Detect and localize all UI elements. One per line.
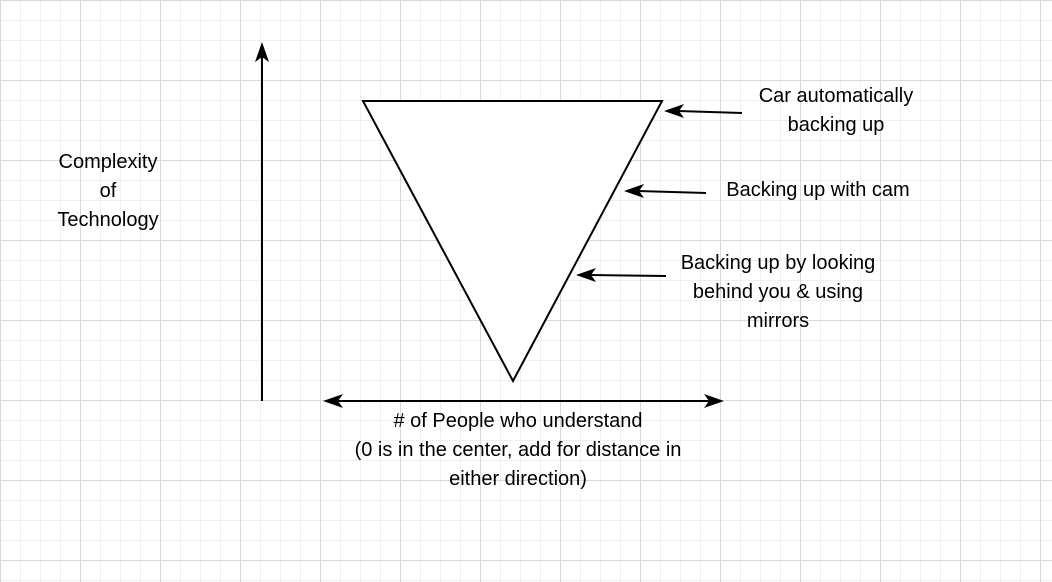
y-axis-arrow xyxy=(255,42,269,401)
arrow-cam xyxy=(624,184,707,198)
arrow-car-auto xyxy=(664,104,743,118)
annotation-car-auto: Car automatically backing up xyxy=(758,85,914,136)
arrow-mirrors xyxy=(576,268,667,282)
x-axis-arrow xyxy=(323,394,724,408)
annotation-mirrors: Backing up by looking behind you & using… xyxy=(680,252,876,332)
inverted-triangle[interactable] xyxy=(361,100,664,384)
annotation-cam: Backing up with cam xyxy=(726,179,910,201)
y-axis-label: Complexity of Technology xyxy=(57,151,159,231)
x-axis-label: # of People who understand (0 is in the … xyxy=(354,410,682,490)
